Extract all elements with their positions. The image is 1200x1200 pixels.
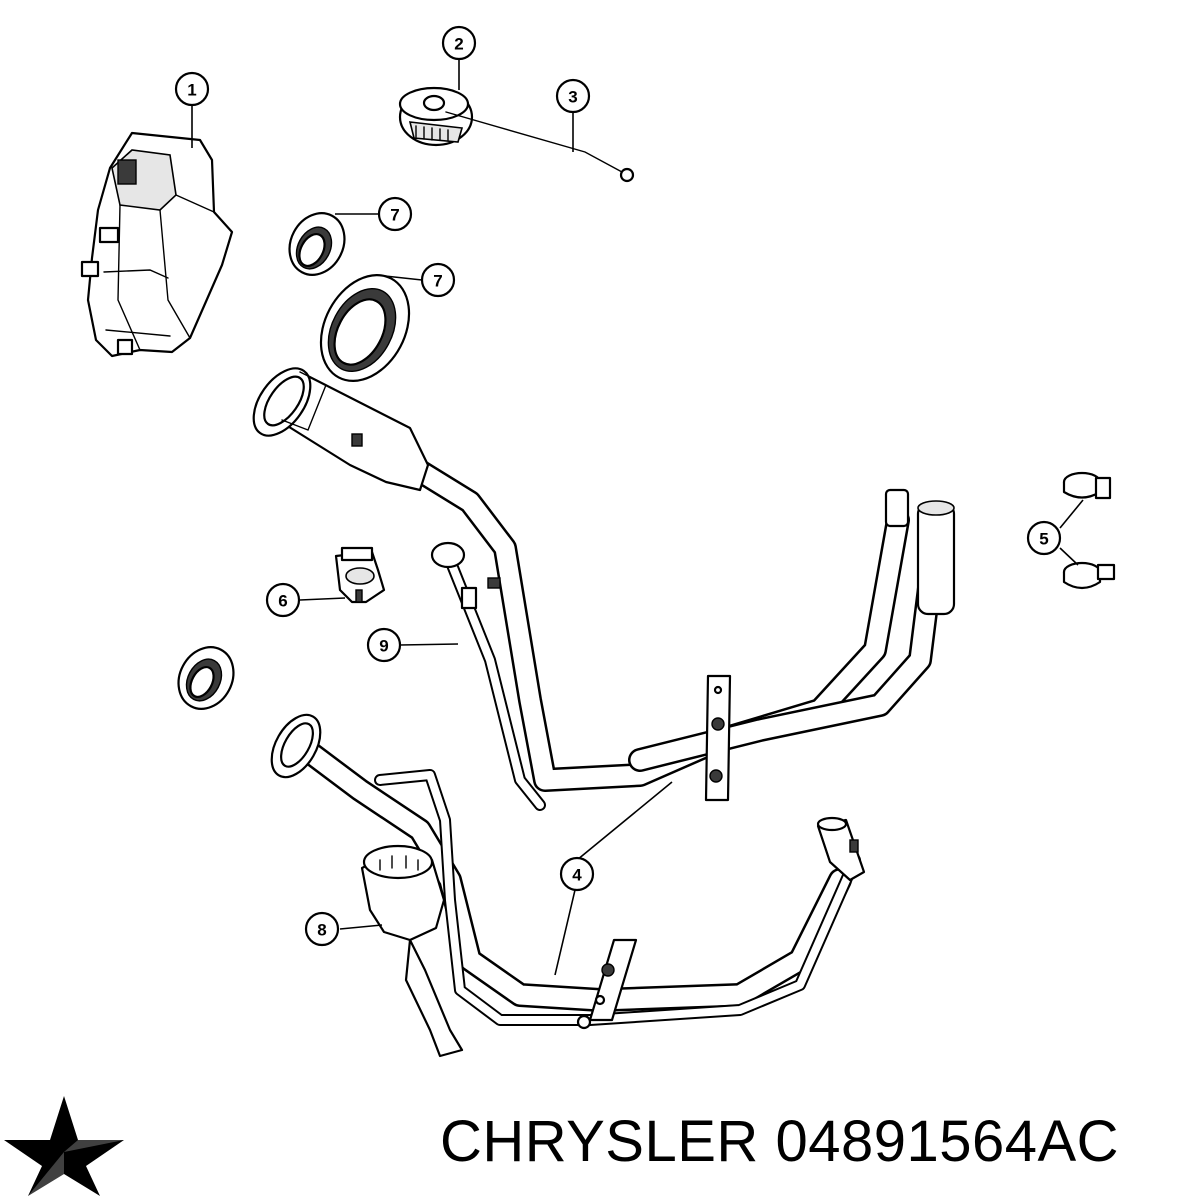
callout-label: 2 bbox=[454, 35, 463, 54]
hose-clamps bbox=[1062, 471, 1116, 590]
callout-label: 7 bbox=[390, 206, 399, 225]
callout-label: 3 bbox=[568, 88, 577, 107]
callout-7-upper: 7 bbox=[377, 196, 413, 232]
fuel-filler-housing bbox=[80, 131, 234, 358]
callout-6: 6 bbox=[265, 582, 301, 618]
filler-tube-lower bbox=[270, 713, 866, 1058]
callout-label: 7 bbox=[433, 272, 442, 291]
callout-label: 9 bbox=[379, 637, 388, 656]
seal-large bbox=[319, 274, 411, 382]
callout-3: 3 bbox=[555, 78, 591, 114]
seal-small bbox=[288, 212, 346, 276]
callout-label: 5 bbox=[1039, 530, 1048, 549]
clip bbox=[334, 546, 386, 604]
callout-5: 5 bbox=[1026, 520, 1062, 556]
callout-label: 8 bbox=[317, 921, 326, 940]
callout-8: 8 bbox=[304, 911, 340, 947]
leader-lines bbox=[191, 60, 1084, 976]
cap-tether bbox=[445, 111, 635, 183]
part-number: 04891564AC bbox=[775, 1109, 1120, 1174]
callout-9: 9 bbox=[366, 627, 402, 663]
callout-4: 4 bbox=[559, 856, 595, 892]
seal-lower bbox=[177, 646, 235, 710]
part-caption: CHRYSLER 04891564AC bbox=[440, 1108, 1119, 1175]
callout-label: 6 bbox=[278, 592, 287, 611]
callout-7-lower: 7 bbox=[420, 262, 456, 298]
fuel-cap bbox=[398, 86, 474, 147]
callout-label: 4 bbox=[572, 866, 582, 885]
callout-1: 1 bbox=[174, 71, 210, 107]
filler-tube-upper bbox=[252, 367, 956, 811]
callout-label: 1 bbox=[187, 81, 196, 100]
callout-2: 2 bbox=[441, 25, 477, 61]
chrysler-pentastar-icon bbox=[4, 1096, 124, 1196]
brand-name: CHRYSLER bbox=[440, 1109, 759, 1174]
